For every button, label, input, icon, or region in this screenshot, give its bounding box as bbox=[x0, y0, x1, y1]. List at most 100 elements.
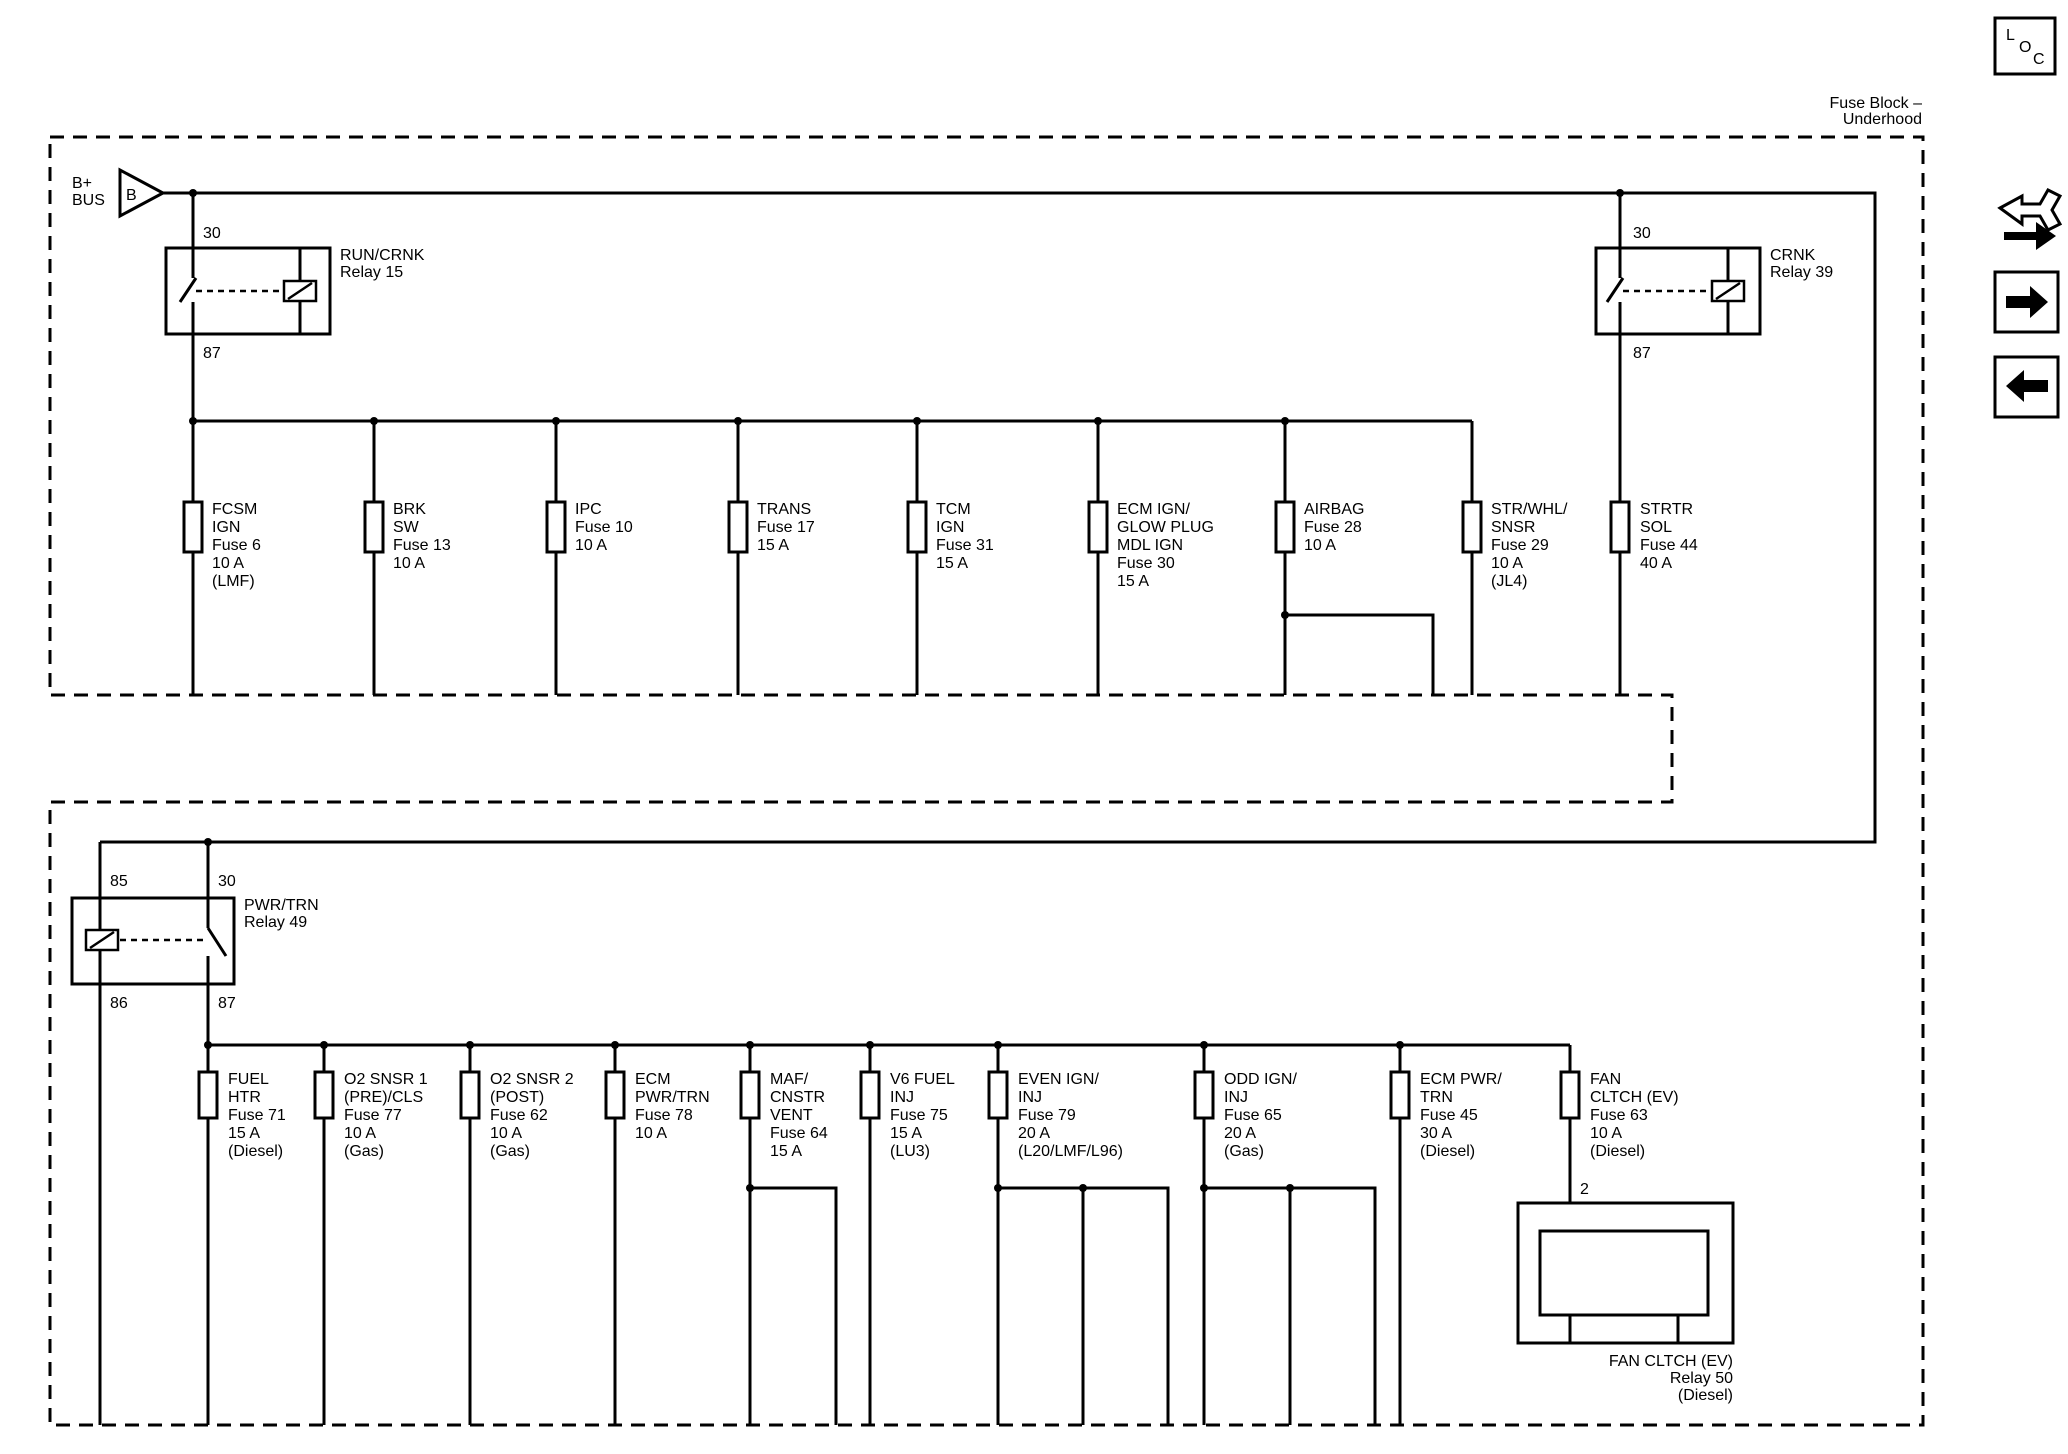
svg-text:Fuse 30: Fuse 30 bbox=[1117, 555, 1175, 572]
svg-text:FCSM: FCSM bbox=[212, 501, 257, 518]
fuse-strtr-sol: STRTR SOL Fuse 44 40 A bbox=[1609, 500, 1698, 572]
svg-text:Fuse 62: Fuse 62 bbox=[490, 1107, 548, 1124]
svg-text:TCM: TCM bbox=[936, 501, 971, 518]
svg-text:Fuse 45: Fuse 45 bbox=[1420, 1107, 1478, 1124]
loc-button[interactable]: L O C bbox=[1993, 16, 2057, 76]
svg-text:Fuse 13: Fuse 13 bbox=[393, 537, 451, 554]
svg-text:Fuse 64: Fuse 64 bbox=[770, 1125, 828, 1142]
fuse-ipc: IPC Fuse 10 10 A bbox=[545, 417, 633, 695]
svg-text:Fuse 63: Fuse 63 bbox=[1590, 1107, 1648, 1124]
svg-text:15 A: 15 A bbox=[228, 1125, 260, 1142]
svg-text:10 A: 10 A bbox=[1304, 537, 1336, 554]
svg-text:Fuse 31: Fuse 31 bbox=[936, 537, 994, 554]
svg-text:PWR/TRN: PWR/TRN bbox=[244, 897, 319, 914]
svg-text:FUEL: FUEL bbox=[228, 1071, 269, 1088]
svg-text:FAN: FAN bbox=[1590, 1071, 1621, 1088]
svg-text:B+: B+ bbox=[72, 175, 92, 192]
svg-text:SOL: SOL bbox=[1640, 519, 1672, 536]
relay-fan-cltch: 2 FAN CLTCH (EV) Relay 50 (Diesel) bbox=[1516, 1181, 1735, 1404]
svg-text:(Diesel): (Diesel) bbox=[1420, 1143, 1475, 1160]
svg-text:INJ: INJ bbox=[1224, 1089, 1248, 1106]
fuse-block-title: Fuse Block – Underhood bbox=[1830, 95, 1923, 128]
svg-text:10 A: 10 A bbox=[575, 537, 607, 554]
svg-text:O2 SNSR 1: O2 SNSR 1 bbox=[344, 1071, 428, 1088]
top-fuse-row: FCSM IGN Fuse 6 10 A (LMF) BRK SW Fuse 1… bbox=[182, 417, 1698, 695]
fuse-o2-snsr-2: O2 SNSR 2 (POST) Fuse 62 10 A (Gas) bbox=[459, 1041, 574, 1425]
svg-text:(LMF): (LMF) bbox=[212, 573, 255, 590]
svg-text:Fuse 65: Fuse 65 bbox=[1224, 1107, 1282, 1124]
svg-text:INJ: INJ bbox=[1018, 1089, 1042, 1106]
svg-text:15 A: 15 A bbox=[890, 1125, 922, 1142]
arrow-left-icon bbox=[2006, 370, 2048, 402]
svg-text:Relay 15: Relay 15 bbox=[340, 264, 403, 281]
svg-text:CLTCH (EV): CLTCH (EV) bbox=[1590, 1089, 1679, 1106]
fuse-trans: TRANS Fuse 17 15 A bbox=[727, 417, 815, 695]
svg-text:STRTR: STRTR bbox=[1640, 501, 1693, 518]
svg-text:(LU3): (LU3) bbox=[890, 1143, 930, 1160]
svg-text:MAF/: MAF/ bbox=[770, 1071, 809, 1088]
fuse-ecm-pwr-trn-78: ECM PWR/TRN Fuse 78 10 A bbox=[604, 1041, 710, 1425]
svg-text:Fuse 10: Fuse 10 bbox=[575, 519, 633, 536]
arrow-right-icon bbox=[2006, 286, 2048, 318]
loc-glyph-o: O bbox=[2019, 39, 2031, 56]
svg-text:Fuse 6: Fuse 6 bbox=[212, 537, 261, 554]
svg-text:Fuse 29: Fuse 29 bbox=[1491, 537, 1549, 554]
bottom-fuse-row: FUEL HTR Fuse 71 15 A (Diesel) O2 SNSR 1… bbox=[197, 1041, 1679, 1425]
svg-text:15 A: 15 A bbox=[770, 1143, 802, 1160]
svg-text:Fuse 71: Fuse 71 bbox=[228, 1107, 286, 1124]
svg-text:Fuse 28: Fuse 28 bbox=[1304, 519, 1362, 536]
svg-text:IGN: IGN bbox=[936, 519, 964, 536]
svg-text:Underhood: Underhood bbox=[1843, 111, 1922, 128]
svg-text:Fuse 78: Fuse 78 bbox=[635, 1107, 693, 1124]
svg-text:STR/WHL/: STR/WHL/ bbox=[1491, 501, 1568, 518]
fuse-airbag: AIRBAG Fuse 28 10 A bbox=[1274, 417, 1435, 695]
svg-text:ECM IGN/: ECM IGN/ bbox=[1117, 501, 1190, 518]
svg-text:Fuse Block –: Fuse Block – bbox=[1830, 95, 1923, 112]
svg-text:15 A: 15 A bbox=[1117, 573, 1149, 590]
svg-text:30: 30 bbox=[1633, 225, 1651, 242]
svg-text:IPC: IPC bbox=[575, 501, 602, 518]
svg-text:ECM PWR/: ECM PWR/ bbox=[1420, 1071, 1502, 1088]
svg-text:IGN: IGN bbox=[212, 519, 240, 536]
svg-text:85: 85 bbox=[110, 873, 128, 890]
svg-text:87: 87 bbox=[218, 995, 236, 1012]
svg-text:(Diesel): (Diesel) bbox=[1678, 1387, 1733, 1404]
svg-text:10 A: 10 A bbox=[344, 1125, 376, 1142]
prev-page-button[interactable] bbox=[1993, 355, 2060, 419]
bus-connector-tag bbox=[118, 167, 167, 219]
loc-glyph-c: C bbox=[2033, 51, 2045, 68]
svg-text:10 A: 10 A bbox=[490, 1125, 522, 1142]
fuse-ecm-pwr-trn-45: ECM PWR/ TRN Fuse 45 30 A (Diesel) bbox=[1389, 1041, 1502, 1425]
svg-text:INJ: INJ bbox=[890, 1089, 914, 1106]
next-page-button[interactable] bbox=[1993, 270, 2060, 334]
fuse-block-boundary bbox=[48, 135, 1925, 1427]
fuse-odd-ign-inj: ODD IGN/ INJ Fuse 65 20 A (Gas) bbox=[1193, 1041, 1377, 1425]
svg-text:Fuse 79: Fuse 79 bbox=[1018, 1107, 1076, 1124]
svg-text:10 A: 10 A bbox=[393, 555, 425, 572]
svg-text:(Diesel): (Diesel) bbox=[1590, 1143, 1645, 1160]
loc-icon[interactable] bbox=[1993, 16, 2057, 76]
connector-wrench-icon[interactable] bbox=[1997, 188, 2063, 250]
fuse-v6-fuel-inj: V6 FUEL INJ Fuse 75 15 A (LU3) bbox=[859, 1041, 955, 1425]
b-plus-feed-wire bbox=[163, 191, 1877, 844]
svg-text:(Gas): (Gas) bbox=[344, 1143, 384, 1160]
svg-text:O2 SNSR 2: O2 SNSR 2 bbox=[490, 1071, 574, 1088]
svg-text:PWR/TRN: PWR/TRN bbox=[635, 1089, 710, 1106]
svg-text:BUS: BUS bbox=[72, 192, 105, 209]
b-plus-bus: B+ BUS B bbox=[72, 167, 167, 219]
svg-text:TRANS: TRANS bbox=[757, 501, 811, 518]
svg-text:CNSTR: CNSTR bbox=[770, 1089, 825, 1106]
svg-text:RUN/CRNK: RUN/CRNK bbox=[340, 247, 425, 264]
svg-text:EVEN IGN/: EVEN IGN/ bbox=[1018, 1071, 1099, 1088]
fuse-maf-cnstr-vent: MAF/ CNSTR VENT Fuse 64 15 A bbox=[739, 1041, 838, 1425]
svg-text:Fuse 17: Fuse 17 bbox=[757, 519, 815, 536]
loc-glyph-l: L bbox=[2006, 27, 2015, 44]
svg-text:87: 87 bbox=[203, 345, 221, 362]
svg-text:Fuse 44: Fuse 44 bbox=[1640, 537, 1698, 554]
svg-text:10 A: 10 A bbox=[212, 555, 244, 572]
svg-text:86: 86 bbox=[110, 995, 128, 1012]
svg-text:(Gas): (Gas) bbox=[490, 1143, 530, 1160]
svg-text:Fuse 75: Fuse 75 bbox=[890, 1107, 948, 1124]
relay-pwr-trn: 85 30 PWR/TRN Relay 49 86 87 bbox=[70, 838, 319, 1425]
svg-text:15 A: 15 A bbox=[936, 555, 968, 572]
